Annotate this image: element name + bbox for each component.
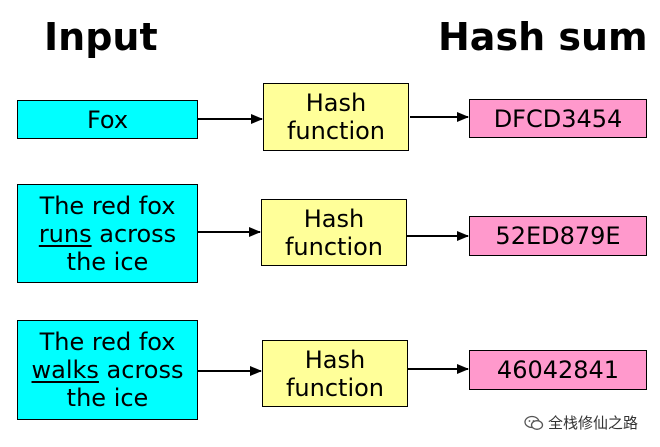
input-line-rest: across <box>91 219 177 248</box>
hash-output: 52ED879E <box>495 222 621 250</box>
hash-output-box-1: DFCD3454 <box>469 99 647 138</box>
hash-output-box-3: 46042841 <box>469 350 647 390</box>
hash-function-box-3: Hash function <box>262 340 408 407</box>
hash-output-box-2: 52ED879E <box>469 216 647 256</box>
watermark: 全栈修仙之路 <box>524 412 638 433</box>
function-line-2: function <box>286 117 386 145</box>
input-line: the ice <box>66 384 149 412</box>
input-underlined-word: walks <box>31 356 99 384</box>
wechat-icon <box>524 415 544 430</box>
watermark-text: 全栈修仙之路 <box>547 414 638 432</box>
input-line: The red fox <box>39 328 176 356</box>
input-box-3: The red fox walks across the ice <box>17 320 198 420</box>
input-underlined-word: runs <box>38 219 92 248</box>
function-line-1: Hash <box>303 204 365 233</box>
input-line: the ice <box>66 247 149 276</box>
hash-output: DFCD3454 <box>493 104 623 133</box>
function-line-1: Hash <box>304 345 366 374</box>
hash-output: 46042841 <box>496 356 620 384</box>
input-line: The red fox <box>39 191 176 220</box>
hash-function-box-1: Hash function <box>263 83 409 151</box>
input-box-2: The red fox runs across the ice <box>17 184 198 283</box>
input-line-rest: across <box>98 356 184 384</box>
function-line-2: function <box>284 232 384 261</box>
function-line-1: Hash <box>305 89 367 117</box>
hash-sum-heading: Hash sum <box>438 15 648 59</box>
input-heading: Input <box>44 15 158 59</box>
input-text: Fox <box>86 105 129 134</box>
hash-function-box-2: Hash function <box>261 199 407 266</box>
input-box-1: Fox <box>17 100 198 139</box>
function-line-2: function <box>285 373 385 402</box>
